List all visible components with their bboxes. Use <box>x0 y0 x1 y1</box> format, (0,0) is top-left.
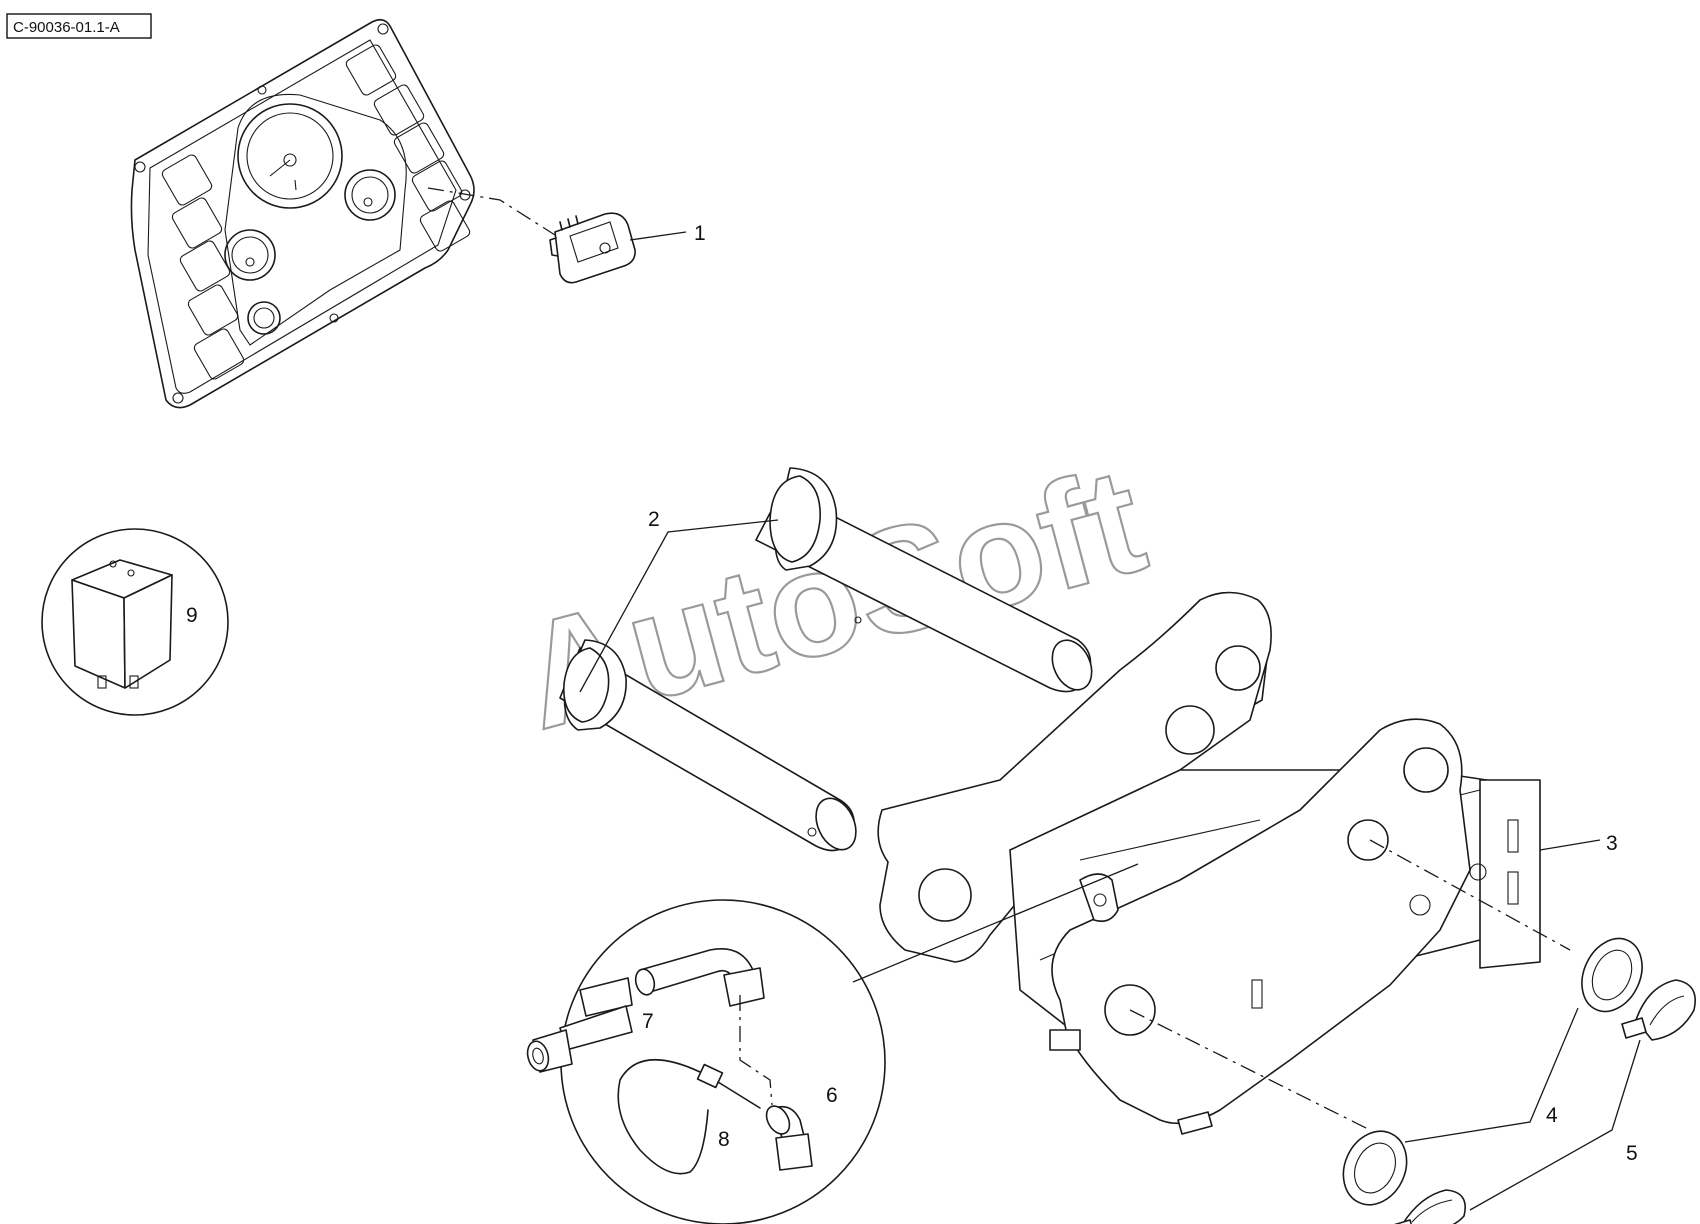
panel-to-switch-dash <box>427 187 556 236</box>
pivot-pin-icon-upper <box>755 467 1093 693</box>
washer-icon-upper <box>1581 937 1643 1013</box>
coupler-to-washer-dash-lower <box>1129 1009 1371 1131</box>
callout-5: 5 <box>1626 1142 1638 1165</box>
callout-6: 6 <box>826 1084 838 1107</box>
callout-9: 9 <box>186 604 198 627</box>
callout-7: 7 <box>642 1010 654 1033</box>
callout-3: 3 <box>1606 832 1618 855</box>
reference-code-box: C-90036-01.1-A <box>6 13 152 39</box>
leader-3 <box>1539 839 1601 851</box>
leader-4 <box>1404 1007 1579 1143</box>
hydraulic-fitting-icon <box>526 948 813 1171</box>
washer-icon-lower <box>1342 1130 1408 1206</box>
retainer-clip-icon-upper <box>1621 979 1696 1041</box>
reference-code: C-90036-01.1-A <box>13 19 120 36</box>
retainer-clip-icon-lower <box>1393 1189 1466 1224</box>
quick-coupler-icon <box>877 591 1541 1135</box>
pivot-pin-icon-lower <box>559 639 857 852</box>
callout-1: 1 <box>694 222 706 245</box>
rocker-switch-icon <box>549 212 636 284</box>
leader-2 <box>579 519 779 693</box>
callout-8: 8 <box>718 1128 730 1151</box>
cable-tie-icon <box>617 1059 761 1175</box>
leader-1 <box>629 231 687 241</box>
relay-detail-circle <box>41 528 229 716</box>
instrument-panel-icon <box>130 18 475 409</box>
relay-icon <box>71 559 173 689</box>
fitting-dash <box>739 995 773 1106</box>
callout-4: 4 <box>1546 1104 1558 1127</box>
callout-2: 2 <box>648 508 660 531</box>
leader-5 <box>1469 1039 1641 1211</box>
coupler-to-washer-dash-upper <box>1369 839 1571 951</box>
